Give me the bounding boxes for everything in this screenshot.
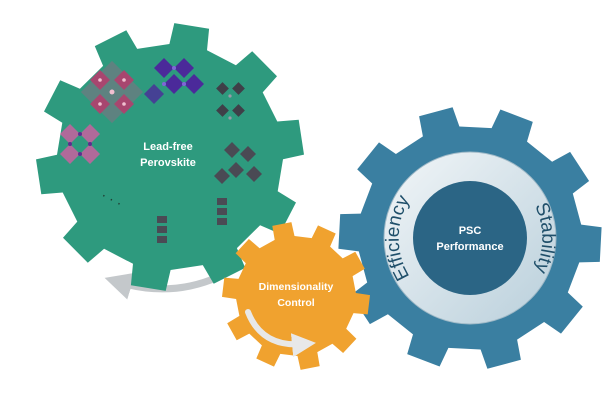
perovskite-label: Perovskite <box>140 157 196 169</box>
performance-core <box>413 181 527 295</box>
cycle-arrow-bottom <box>104 272 222 300</box>
orange-cycle-arrow <box>245 309 316 358</box>
layered-dark-cluster-icon <box>214 142 262 184</box>
performance-ring-shadow <box>383 151 557 325</box>
perovskite-3d-purple-icon <box>144 58 204 104</box>
performance-label: Performance <box>436 241 503 253</box>
chain-1d-right-icon <box>217 198 227 225</box>
layered-2d-dark-icon-top <box>216 82 245 120</box>
perovskite-small-pink-icon <box>60 124 100 164</box>
perovskite-3d-pink-icon <box>80 60 144 124</box>
dimensionality-label: Dimensionality <box>259 281 334 293</box>
chain-1d-left-icon <box>157 216 167 243</box>
psc-label: PSC <box>459 225 482 237</box>
lead-free-label: Lead-free <box>143 141 193 153</box>
control-label: Control <box>277 297 314 309</box>
